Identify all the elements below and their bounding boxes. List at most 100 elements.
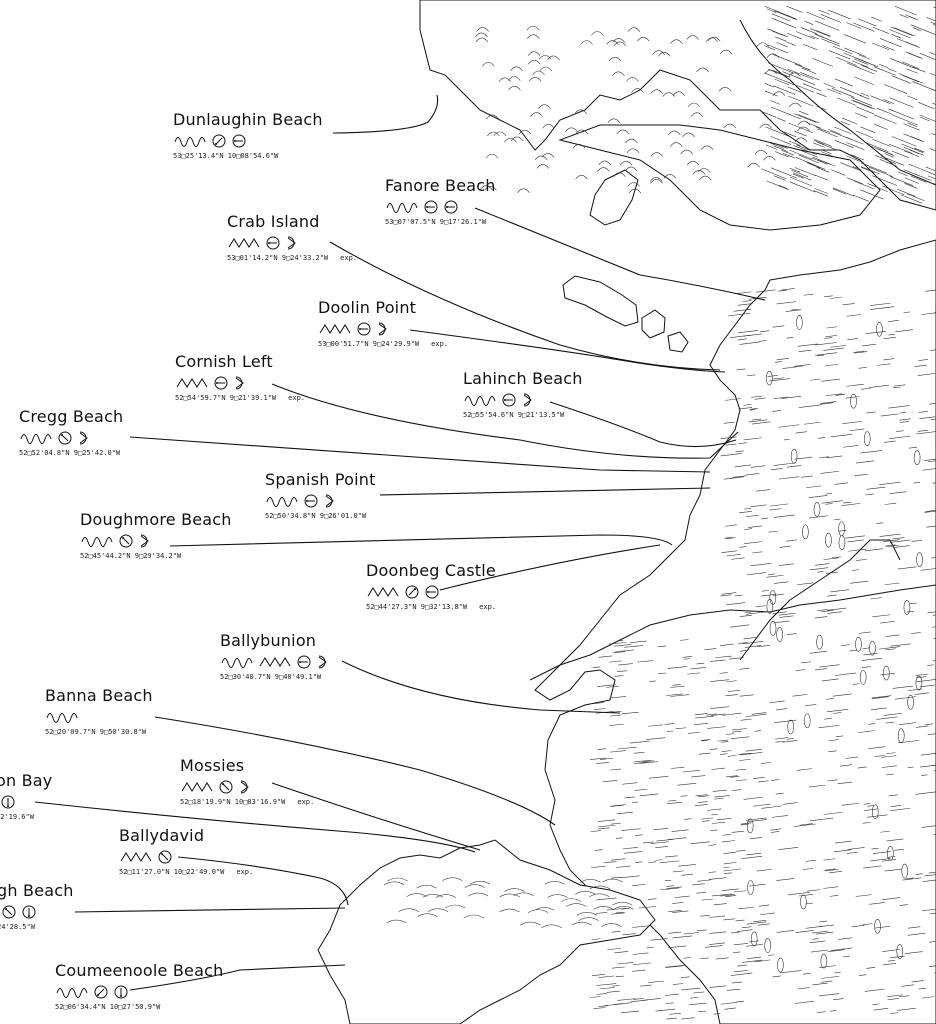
spot-icons <box>220 654 340 670</box>
surf-spot-lahinch[interactable]: Lahinch Beach 52□55'54.6"N 9□21'13.5"W <box>463 369 583 420</box>
spot-name: Dunlaughin Beach <box>173 110 323 129</box>
wave-type-icon <box>176 376 244 390</box>
spot-coordinates: 52□52'04.8"N 9□25'42.0"W <box>19 449 121 457</box>
spot-icons <box>119 849 253 865</box>
spot-name: Cornish Left <box>175 352 273 371</box>
spot-name: Banna Beach <box>45 686 153 705</box>
wave-type-icon <box>221 655 327 669</box>
swell-direction-icon <box>325 494 334 508</box>
spot-icons <box>0 904 117 920</box>
spot-name: Doonbeg Castle <box>366 561 496 580</box>
spot-icons <box>19 430 139 446</box>
spot-name: Lahinch Beach <box>463 369 583 388</box>
swell-direction-icon <box>425 585 439 599</box>
swell-direction-icon <box>140 534 149 548</box>
wave-type-icon <box>386 200 458 214</box>
spot-icons <box>80 533 232 549</box>
experience-flag: exp. <box>431 340 449 348</box>
swell-direction-icon <box>114 985 128 999</box>
experience-flag: exp. <box>236 868 254 876</box>
spot-icons <box>55 984 223 1000</box>
spot-name: on Bay <box>0 771 53 790</box>
spot-coordinates: 52□20'09.7"N 9□50'30.8"W <box>45 728 147 736</box>
surf-spot-dunlaughin[interactable]: Dunlaughin Beach 53□25'13.4"N 10□08'54.6"… <box>173 110 323 161</box>
swell-direction-icon <box>235 376 244 390</box>
swell-direction-icon <box>502 393 516 407</box>
spot-icons <box>173 133 323 149</box>
spot-coordinates: 52□55'54.6"N 9□21'13.5"W <box>463 411 565 419</box>
spot-coordinates: 24'28.5"W <box>0 923 35 931</box>
spot-icons <box>180 779 314 795</box>
swell-direction-icon <box>304 494 318 508</box>
experience-flag: exp. <box>340 254 358 262</box>
wave-type-icon <box>81 534 149 548</box>
surf-spot-doughmore[interactable]: Doughmore Beach 52□45'44.2"N 9□29'34.2"W <box>80 510 232 561</box>
swell-direction-icon <box>219 780 233 794</box>
swell-direction-icon <box>424 200 438 214</box>
swell-direction-icon <box>357 322 371 336</box>
swell-direction-icon <box>523 393 532 407</box>
experience-flag: exp. <box>288 394 306 402</box>
wave-type-icon <box>120 850 172 864</box>
spot-icons <box>45 709 165 725</box>
wave-type-icon <box>1 795 15 809</box>
swell-direction-icon <box>214 376 228 390</box>
spot-name: gh Beach <box>0 881 74 900</box>
spot-icons <box>265 493 385 509</box>
spot-name: Spanish Point <box>265 470 376 489</box>
swell-direction-icon <box>22 905 36 919</box>
land-dingle <box>317 839 656 1024</box>
swell-direction-icon <box>1 795 15 809</box>
spot-coordinates: 52□06'34.4"N 10□27'50.9"W <box>55 1003 161 1011</box>
surf-spot-brandon[interactable]: on Bay02'19.6"W <box>0 771 116 822</box>
wave-type-icon <box>266 494 334 508</box>
swell-direction-icon <box>158 850 172 864</box>
swell-direction-icon <box>240 780 249 794</box>
spot-name: Fanore Beach <box>385 176 496 195</box>
surf-spot-banna[interactable]: Banna Beach 52□20'09.7"N 9□50'30.8"W <box>45 686 165 737</box>
surf-spot-gh[interactable]: gh Beach 24'28.5"W <box>0 881 117 932</box>
spot-icons <box>175 375 305 391</box>
experience-flag: exp. <box>479 603 497 611</box>
spot-name: Cregg Beach <box>19 407 124 426</box>
spot-icons <box>227 235 357 251</box>
islands <box>562 169 689 353</box>
swell-direction-icon <box>378 322 387 336</box>
spot-coordinates: 52□45'44.2"N 9□29'34.2"W <box>80 552 182 560</box>
experience-flag: exp. <box>297 798 315 806</box>
wave-type-icon <box>20 431 88 445</box>
spot-coordinates: 53□25'13.4"N 10□08'54.6"W <box>173 152 279 160</box>
wave-type-icon <box>46 713 78 723</box>
spot-icons <box>463 392 583 408</box>
wave-type-icon <box>319 322 387 336</box>
swell-direction-icon <box>2 905 16 919</box>
spot-coordinates: 53□07'07.5"N 9□17'26.1"W <box>385 218 487 226</box>
wave-type-icon <box>2 905 36 919</box>
swell-direction-icon <box>94 985 108 999</box>
swell-direction-icon <box>287 236 296 250</box>
surf-spot-cregg[interactable]: Cregg Beach 52□52'04.8"N 9□25'42.0"W <box>19 407 139 458</box>
pointer-lines <box>34 94 766 991</box>
surf-spot-coumeenoole[interactable]: Coumeenoole Beach 52□06'34.4"N 10□27'50.9… <box>55 961 224 1012</box>
swell-direction-icon <box>297 655 311 669</box>
swell-direction-icon <box>266 236 280 250</box>
spot-name: Coumeenoole Beach <box>55 961 224 980</box>
swell-direction-icon <box>212 134 226 148</box>
spot-name: Doughmore Beach <box>80 510 232 529</box>
wave-type-icon <box>228 236 296 250</box>
terrain-hatching <box>383 5 936 1020</box>
spot-icons <box>385 199 505 215</box>
surf-spot-fanore[interactable]: Fanore Beach 53□07'07.5"N 9□17'26.1"W <box>385 176 505 227</box>
